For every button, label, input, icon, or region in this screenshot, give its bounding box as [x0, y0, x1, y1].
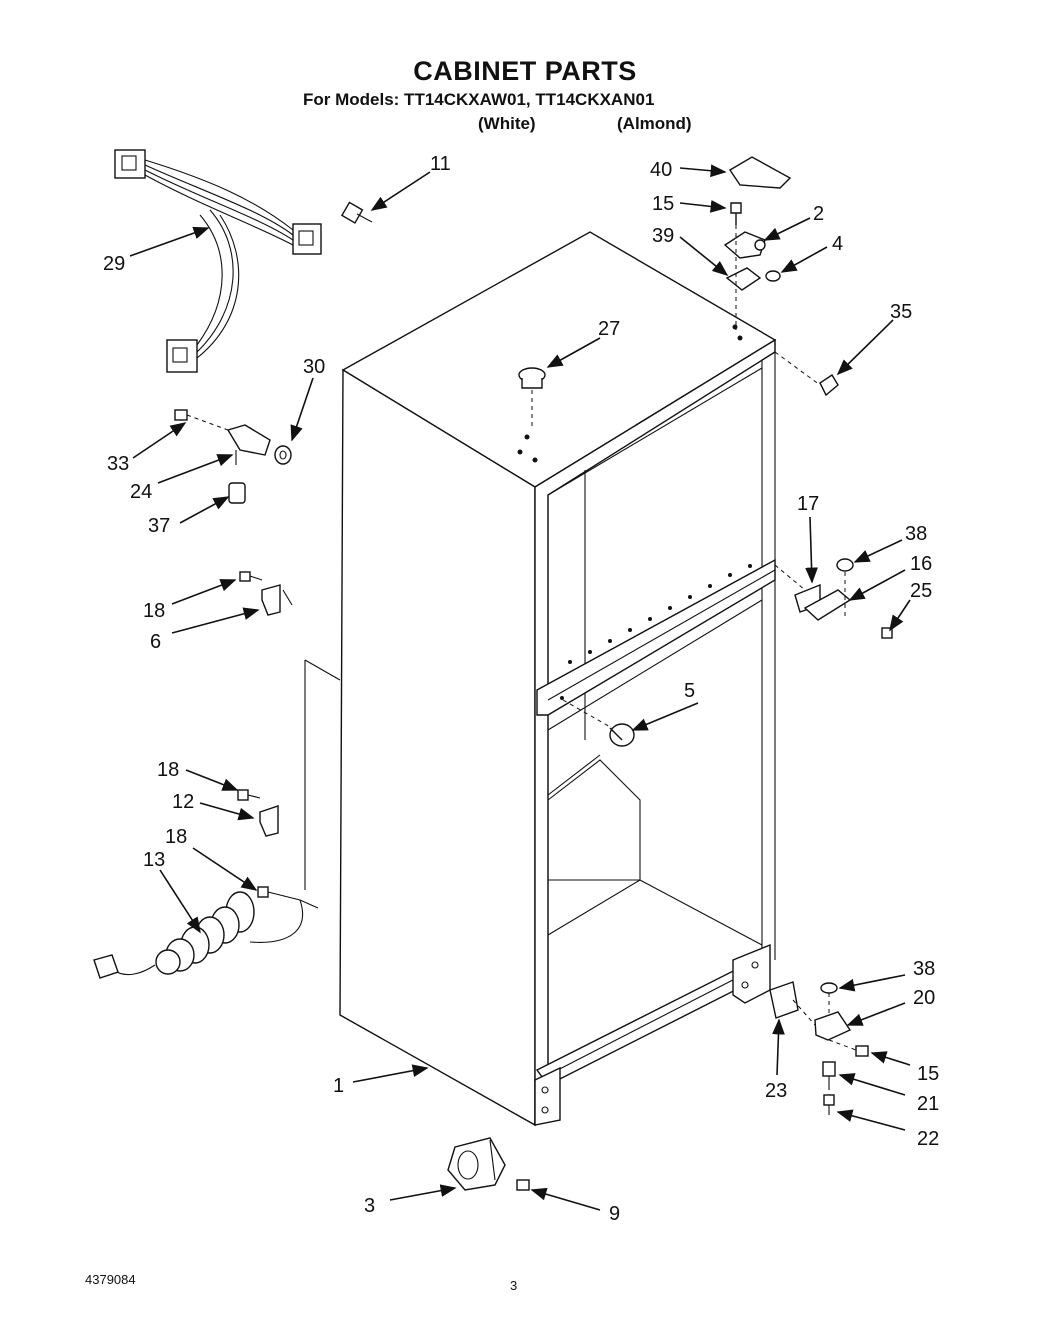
callout-6: 6 [150, 631, 161, 653]
shim-part [725, 267, 762, 291]
callout-25: 25 [910, 580, 932, 602]
callout-15-lower: 15 [917, 1063, 939, 1085]
plug-part-27 [518, 367, 546, 430]
callout-18-middle: 18 [157, 759, 179, 781]
page-number: 3 [510, 1278, 518, 1293]
leveler-bracket-part [447, 1137, 530, 1191]
callout-35: 35 [890, 301, 912, 323]
screw-part-11 [340, 201, 373, 224]
callout-20: 20 [913, 987, 935, 1009]
document-number: 4379084 [85, 1272, 136, 1287]
callout-2: 2 [813, 203, 824, 225]
callout-24: 24 [130, 481, 152, 503]
callout-11: 11 [430, 153, 451, 175]
callout-40: 40 [650, 159, 672, 181]
callout-38-upper: 38 [905, 523, 927, 545]
page-title: CABINET PARTS [413, 56, 637, 86]
callout-labels: 11 29 40 15 2 39 4 27 35 30 33 24 37 18 … [103, 153, 939, 1225]
callout-3: 3 [364, 1195, 375, 1217]
callout-16: 16 [910, 553, 932, 575]
clamp-assembly-middle [237, 789, 279, 837]
hinge-assembly-left [174, 409, 292, 504]
models-line: For Models: TT14CKXAW01, TT14CKXAN01 [303, 90, 655, 109]
callout-15-top: 15 [652, 193, 674, 215]
cabinet-body [304, 231, 777, 1127]
plug-part-35 [819, 374, 839, 397]
callout-37: 37 [148, 515, 170, 537]
callout-18-upper: 18 [143, 600, 165, 622]
variant-white: (White) [478, 114, 536, 133]
hinge-assembly-center [774, 558, 893, 639]
callout-17: 17 [797, 493, 819, 515]
callout-38-lower: 38 [913, 958, 935, 980]
callout-22: 22 [917, 1128, 939, 1150]
wire-harness-part [114, 149, 322, 373]
hinge-cap-part [729, 156, 792, 189]
callout-1: 1 [333, 1075, 344, 1097]
callout-30: 30 [303, 356, 325, 378]
washer-part-4 [765, 270, 781, 282]
power-cord-part [93, 886, 319, 979]
callout-27: 27 [598, 318, 620, 340]
callout-21: 21 [917, 1093, 939, 1115]
clamp-assembly-upper [239, 571, 293, 616]
screw-part-15-top [730, 202, 742, 225]
callout-5: 5 [684, 680, 695, 702]
hinge-assembly-lower [769, 981, 869, 1115]
callout-13: 13 [143, 849, 165, 871]
callout-18-lower: 18 [165, 826, 187, 848]
callout-29: 29 [103, 253, 125, 275]
plug-part-5 [562, 699, 635, 747]
variant-almond: (Almond) [617, 114, 692, 133]
callout-39: 39 [652, 225, 674, 247]
callout-9: 9 [609, 1203, 620, 1225]
callout-4: 4 [832, 233, 843, 255]
callout-23: 23 [765, 1080, 787, 1102]
callout-33: 33 [107, 453, 129, 475]
leader-lines [129, 164, 911, 1211]
callout-12: 12 [172, 791, 194, 813]
